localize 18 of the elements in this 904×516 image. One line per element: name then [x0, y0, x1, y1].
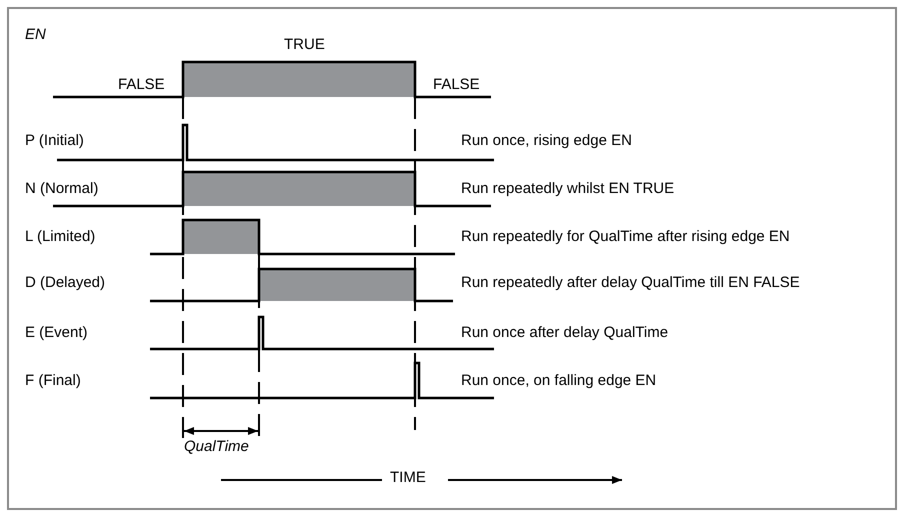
signal-description: Run once, rising edge EN — [461, 132, 632, 150]
signal-description: Run repeatedly after delay QualTime till EN FALSE — [461, 274, 800, 292]
signal-name: P (Initial) — [25, 132, 84, 150]
signal-name: E (Event) — [25, 324, 88, 342]
signal-description: Run once, on falling edge EN — [461, 372, 656, 390]
state-label: FALSE — [118, 76, 165, 94]
state-label: TRUE — [284, 36, 325, 54]
signal-name: L (Limited) — [25, 228, 96, 246]
axis-label: TIME — [390, 469, 426, 487]
signal-description: Run once after delay QualTime — [461, 324, 668, 342]
signal-name: N (Normal) — [25, 180, 98, 198]
state-label: FALSE — [433, 76, 480, 94]
signal-name: F (Final) — [25, 372, 81, 390]
signal-name: D (Delayed) — [25, 274, 106, 292]
signal-description: Run repeatedly whilst EN TRUE — [461, 180, 674, 198]
signal-description: Run repeatedly for QualTime after rising edge EN — [461, 228, 790, 246]
signal-name: EN — [25, 26, 46, 44]
dimension-label: QualTime — [184, 438, 249, 456]
